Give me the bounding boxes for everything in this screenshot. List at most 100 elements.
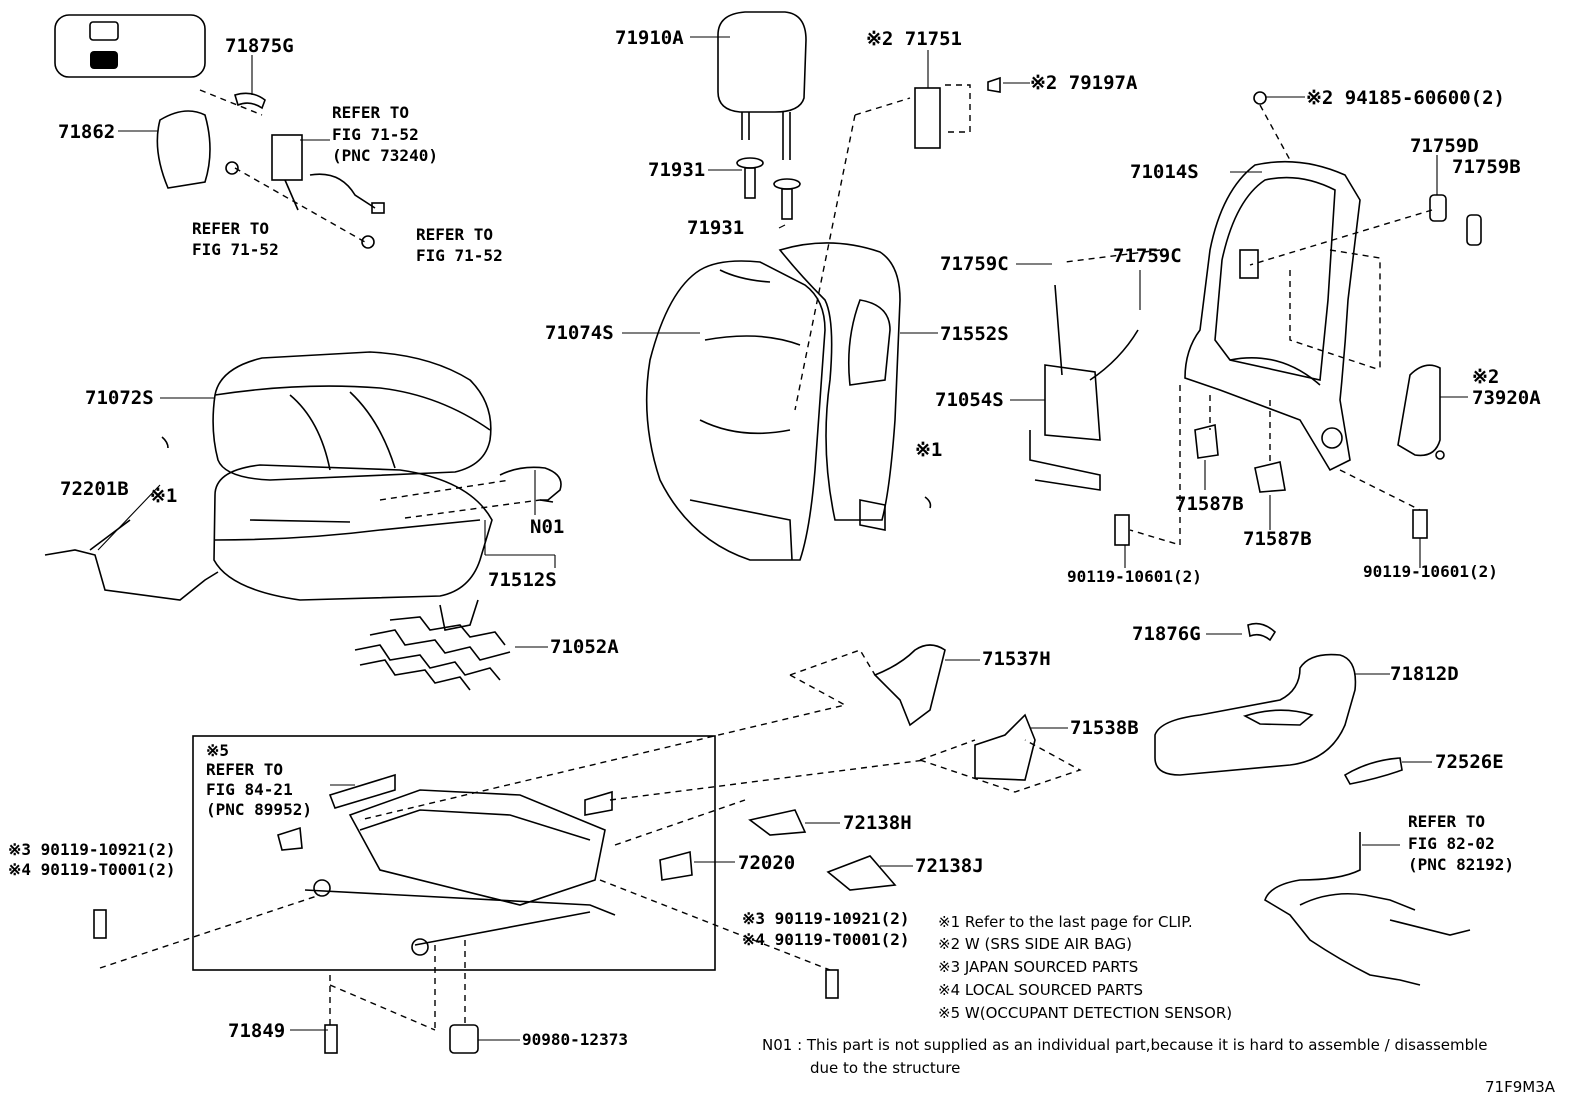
cushion-spring-drawing <box>354 599 511 691</box>
part-label-bolt-left-japan: ※3 90119-10921(2) <box>8 840 176 859</box>
refer-text: REFER TO <box>206 760 283 779</box>
shield-clip-drawing <box>1247 622 1403 785</box>
part-label-71054S: 71054S <box>935 389 1004 411</box>
part-label-71875G: 71875G <box>225 35 294 57</box>
part-label-71074S: 71074S <box>545 322 614 344</box>
part-label-71052A: 71052A <box>550 636 619 658</box>
part-label-71931-lower: 71931 <box>687 217 744 239</box>
refer-text: FIG 82-02 <box>1408 834 1495 853</box>
part-label-71512S: 71512S <box>488 569 557 591</box>
refer-text: REFER TO <box>332 103 409 122</box>
assembly-lines <box>99 84 1433 1031</box>
legend-item: ※5 W(OCCUPANT DETECTION SENSOR) <box>938 1004 1232 1022</box>
part-label-90980-12373: 90980-12373 <box>522 1030 628 1049</box>
part-label-71014S: 71014S <box>1130 161 1199 183</box>
part-labels: 71910A ※2 71751 ※2 79197A ※2 94185-60600… <box>8 27 1541 1049</box>
part-label-72138H: 72138H <box>843 812 912 834</box>
part-label-71538B: 71538B <box>1070 717 1139 739</box>
refer-to-belt-top: REFER TO FIG 71-52 (PNC 73240) <box>332 103 438 165</box>
airbag-drawing <box>1397 364 1445 460</box>
cushion-pad-drawing <box>213 464 493 601</box>
part-label-bolt-left-local: ※4 90119-T0001(2) <box>8 860 176 879</box>
seatback-pad-drawing <box>778 242 901 531</box>
part-label-71537H: 71537H <box>982 648 1051 670</box>
refer-text: REFER TO <box>416 225 493 244</box>
part-label-71552S: 71552S <box>940 323 1009 345</box>
part-label-90119-10601-right: 90119-10601(2) <box>1363 562 1498 581</box>
seat-track-group-box <box>192 735 716 971</box>
part-label-72526E: 72526E <box>1435 751 1504 773</box>
part-label-bolt-mid-japan: ※3 90119-10921(2) <box>742 909 910 928</box>
refer-text: (PNC 82192) <box>1408 855 1514 874</box>
part-label-71759D: 71759D <box>1410 135 1479 157</box>
part-label-71072S: 71072S <box>85 387 154 409</box>
part-label-71587B-left: 71587B <box>1175 493 1244 515</box>
refer-text: (PNC 89952) <box>206 800 312 819</box>
part-label-N01: N01 <box>530 516 564 538</box>
refer-text: (PNC 73240) <box>332 146 438 165</box>
legend-item: ※2 W (SRS SIDE AIR BAG) <box>938 935 1132 953</box>
side-shield-drawing <box>1154 653 1357 776</box>
belt-buckle-drawing <box>225 134 385 249</box>
clip-mark-left: ※1 <box>150 485 177 507</box>
part-label-71849: 71849 <box>228 1020 285 1042</box>
buckle-cover-drawing <box>156 92 266 189</box>
part-label-79197A: ※2 79197A <box>1030 72 1138 94</box>
cushion-cover-drawing <box>212 351 492 481</box>
footnote-line: N01 : This part is not supplied as an in… <box>762 1036 1488 1054</box>
part-label-72020: 72020 <box>738 852 795 874</box>
clip-mark-right: ※1 <box>915 439 942 461</box>
refer-text: FIG 71-52 <box>332 125 419 144</box>
refer-text: REFER TO <box>1408 812 1485 831</box>
part-label-bolt-mid-local: ※4 90119-T0001(2) <box>742 930 910 949</box>
figure-code: 71F9M3A <box>1485 1078 1556 1096</box>
refer-text: REFER TO <box>192 219 269 238</box>
track-cover-drawing <box>748 644 1036 891</box>
cushion-frame-wire-drawing <box>44 519 219 601</box>
frame-clips-drawing <box>1253 91 1482 246</box>
part-label-71812D: 71812D <box>1390 663 1459 685</box>
legend-item: ※3 JAPAN SOURCED PARTS <box>938 958 1138 976</box>
refer-text: FIG 84-21 <box>206 780 293 799</box>
seat-track-drawing <box>277 773 693 956</box>
wire-harness-drawing <box>1264 832 1471 986</box>
refer-to-sensor: REFER TO FIG 84-21 (PNC 89952) <box>206 760 312 819</box>
legend-item: ※1 Refer to the last page for CLIP. <box>938 913 1193 931</box>
part-label-72138J: 72138J <box>915 855 984 877</box>
cushion-wire-drawing <box>499 466 562 503</box>
refer-text: FIG 71-52 <box>416 246 503 265</box>
part-label-72201B: 72201B <box>60 478 129 500</box>
part-label-71910A: 71910A <box>615 27 684 49</box>
legend-item: ※4 LOCAL SOURCED PARTS <box>938 981 1143 999</box>
part-label-71862: 71862 <box>58 121 115 143</box>
part-label-94185-60600: ※2 94185-60600(2) <box>1306 87 1505 109</box>
footnote-line: due to the structure <box>810 1059 960 1077</box>
clip-icon <box>161 436 932 509</box>
part-label-73920A-mark: ※2 <box>1472 366 1499 388</box>
part-label-71931-upper: 71931 <box>648 159 705 181</box>
headrest-guide-drawing <box>736 157 801 220</box>
refer-to-belt-left: REFER TO FIG 71-52 <box>192 219 279 259</box>
seatback-cover-drawing <box>645 260 826 561</box>
seatback-frame-drawing <box>1184 160 1361 472</box>
view-key-icon <box>54 14 206 78</box>
part-label-71759B: 71759B <box>1452 156 1521 178</box>
back-spring-drawing <box>1029 284 1139 491</box>
headrest-drawing <box>717 11 807 160</box>
footnote: N01 : This part is not supplied as an in… <box>762 1036 1488 1077</box>
part-label-90119-10601-left: 90119-10601(2) <box>1067 567 1202 586</box>
refer-to-belt-right: REFER TO FIG 71-52 <box>416 225 503 265</box>
part-label-71587B-right: 71587B <box>1243 528 1312 550</box>
part-label-71751: ※2 71751 <box>866 28 962 50</box>
part-label-71876G: 71876G <box>1132 623 1201 645</box>
refer-to-harness: REFER TO FIG 82-02 (PNC 82192) <box>1408 812 1514 874</box>
refer-text: FIG 71-52 <box>192 240 279 259</box>
leader-lines <box>97 36 1468 1041</box>
part-label-71759C-left: 71759C <box>940 253 1009 275</box>
legend: ※1 Refer to the last page for CLIP. ※2 W… <box>938 913 1232 1022</box>
part-label-73920A: 73920A <box>1472 387 1541 409</box>
bolt-icon <box>93 76 1428 1054</box>
mark-5-label: ※5 <box>206 741 229 760</box>
